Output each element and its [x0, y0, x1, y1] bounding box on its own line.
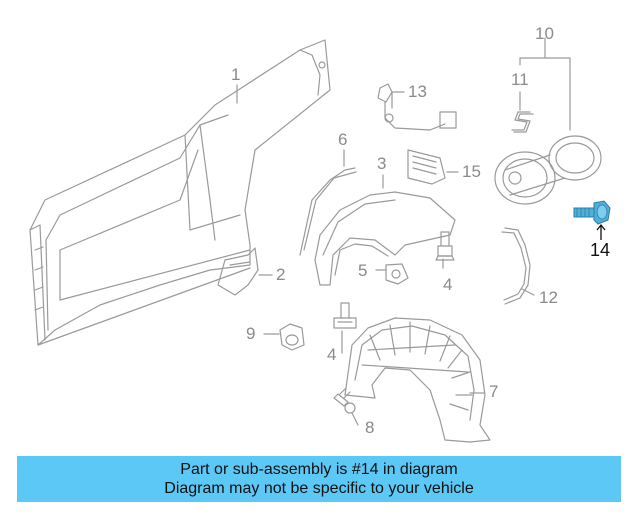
callout-4-upper: 4: [443, 275, 453, 294]
bolt-part-14-highlighted: [573, 200, 611, 240]
clip-part-4-upper: [435, 231, 455, 261]
nut-part-5: [385, 263, 409, 285]
callout-4-lower: 4: [327, 345, 337, 364]
fender-part-3: [314, 191, 456, 286]
info-banner: Part or sub-assembly is #14 in diagram D…: [17, 456, 621, 502]
plug-part-9: [279, 323, 305, 351]
body-side-panel-part-1: [29, 39, 331, 346]
callout-11: 11: [511, 70, 529, 89]
callout-10: 10: [535, 24, 554, 43]
fuel-door-part-10: [494, 37, 602, 205]
bracket-part-2: [217, 247, 259, 296]
callout-2: 2: [276, 265, 286, 284]
molding-part-6: [299, 167, 357, 256]
parts-diagram: [29, 37, 611, 443]
harness-part-13: [377, 83, 457, 131]
clip-part-4-lower: [333, 302, 357, 329]
callout-3: 3: [377, 154, 387, 173]
callout-8: 8: [365, 418, 375, 437]
screw-part-8: [333, 387, 356, 414]
switch-part-15: [407, 149, 446, 185]
callout-6: 6: [338, 130, 348, 149]
callout-12: 12: [539, 288, 558, 307]
callout-5: 5: [358, 261, 368, 280]
banner-line-part-number: Part or sub-assembly is #14 in diagram: [180, 461, 458, 478]
seal-part-12: [501, 227, 531, 305]
banner-line-disclaimer: Diagram may not be specific to your vehi…: [164, 480, 474, 497]
callout-1: 1: [231, 65, 241, 84]
callout-9: 9: [246, 324, 256, 343]
callout-13: 13: [408, 82, 427, 101]
emblem-part-11: [511, 111, 534, 133]
wheel-liner-part-7: [344, 317, 491, 443]
callout-7: 7: [489, 382, 499, 401]
leader-lines: [236, 84, 535, 426]
callout-15: 15: [462, 162, 481, 181]
callout-14-highlighted: 14: [590, 240, 611, 260]
